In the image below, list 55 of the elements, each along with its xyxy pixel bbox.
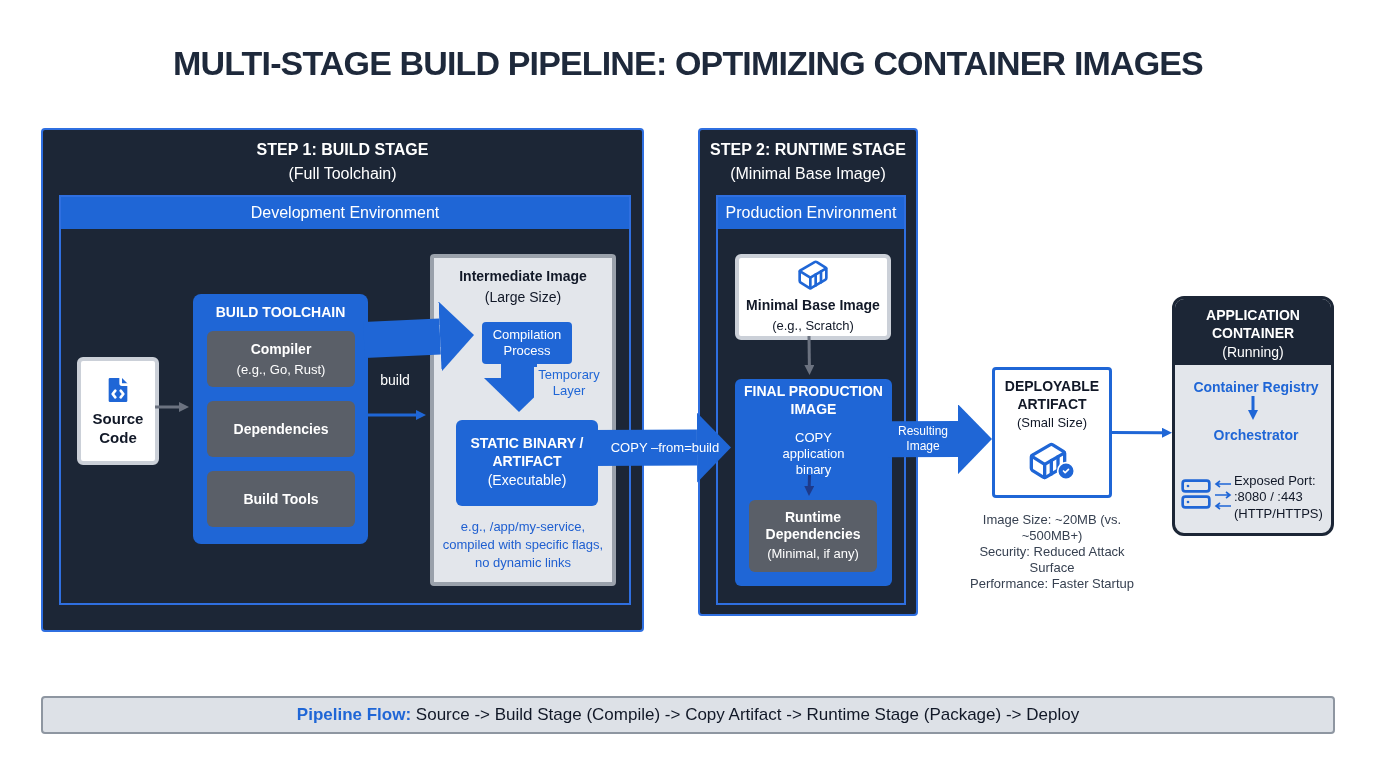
stage-subtitle: (Minimal Base Image) [730,164,886,184]
flow-banner: Pipeline Flow: Source -> Build Stage (Compile) -> Copy Artifact -> Runtime Stage (Package) -> Deploy [41,696,1335,734]
panel-title: BUILD TOOLCHAIN [215,303,346,322]
card-subtitle: (Running) [1175,345,1331,365]
base-image-card [735,254,891,340]
tool-card [207,471,355,527]
arrow [804,474,815,496]
stage-title: STEP 2: RUNTIME STAGE [710,140,906,160]
arrow [1112,427,1172,438]
node-subtitle: (Small Size) [1016,414,1088,432]
toolchain-panel [193,294,368,544]
port-note: Exposed Port: :8080 / :443 (HTTP/HTTPS) [1234,473,1324,522]
node-title: Build Tools [243,489,319,509]
note-text: e.g., /app/my-service, compiled with specific flags, no dynamic links [442,518,604,572]
page-title: MULTI-STAGE BUILD PIPELINE: OPTIMIZING CONTAINER IMAGES [172,43,1204,84]
tool-card [207,331,355,387]
registry-heading: Container Registry [1183,375,1329,399]
node-subtitle: (e.g., Go, Rust) [236,360,326,379]
node-title: Dependencies [233,419,329,439]
artifact-card [992,367,1112,498]
production-image-box [735,379,892,586]
arrow [804,335,815,375]
source-card [77,357,159,465]
section-header: Production Environment [718,197,904,229]
orchestrator-heading: Orchestrator [1183,423,1329,447]
node-title: Compiler [250,339,312,359]
section-header: Development Environment [61,197,629,229]
arrow [155,402,189,412]
edge-label: COPY –from=build [609,440,721,457]
stage-subtitle: (Full Toolchain) [288,164,397,184]
metric-note: Performance: Faster Startup [969,576,1135,593]
artifact-box [456,420,598,506]
step-text: COPY application binary [769,429,858,479]
stage-title: STEP 1: BUILD STAGE [256,140,429,160]
node-subtitle: (Large Size) [484,288,562,307]
node-title: DEPLOYABLE ARTIFACT [1003,378,1101,413]
node-subtitle: (Executable) [487,471,567,490]
node-subtitle: (Minimal, if any) [767,544,859,563]
node-title: Source Code [91,410,145,448]
node-title: FINAL PRODUCTION IMAGE [743,383,884,418]
node-title: Compilation Process [491,326,563,360]
metric-note: Image Size: ~20MB (vs. ~500MB+) [981,512,1123,545]
node-title: STATIC BINARY / ARTIFACT [469,435,585,470]
metric-note: Security: Reduced Attack Surface [978,544,1126,577]
process-box [482,322,572,364]
node-title: Intermediate Image [459,267,587,286]
node-title: Runtime Dependencies [764,508,862,544]
card-header: APPLICATION CONTAINER [1175,299,1331,345]
tool-card [207,401,355,457]
container-card [1172,296,1334,536]
dependency-card [749,500,877,572]
edge-label: Resulting Image [897,424,949,454]
node-title: Minimal Base Image [746,295,880,315]
node-subtitle: (e.g., Scratch) [772,316,854,335]
arrow [1248,396,1258,420]
